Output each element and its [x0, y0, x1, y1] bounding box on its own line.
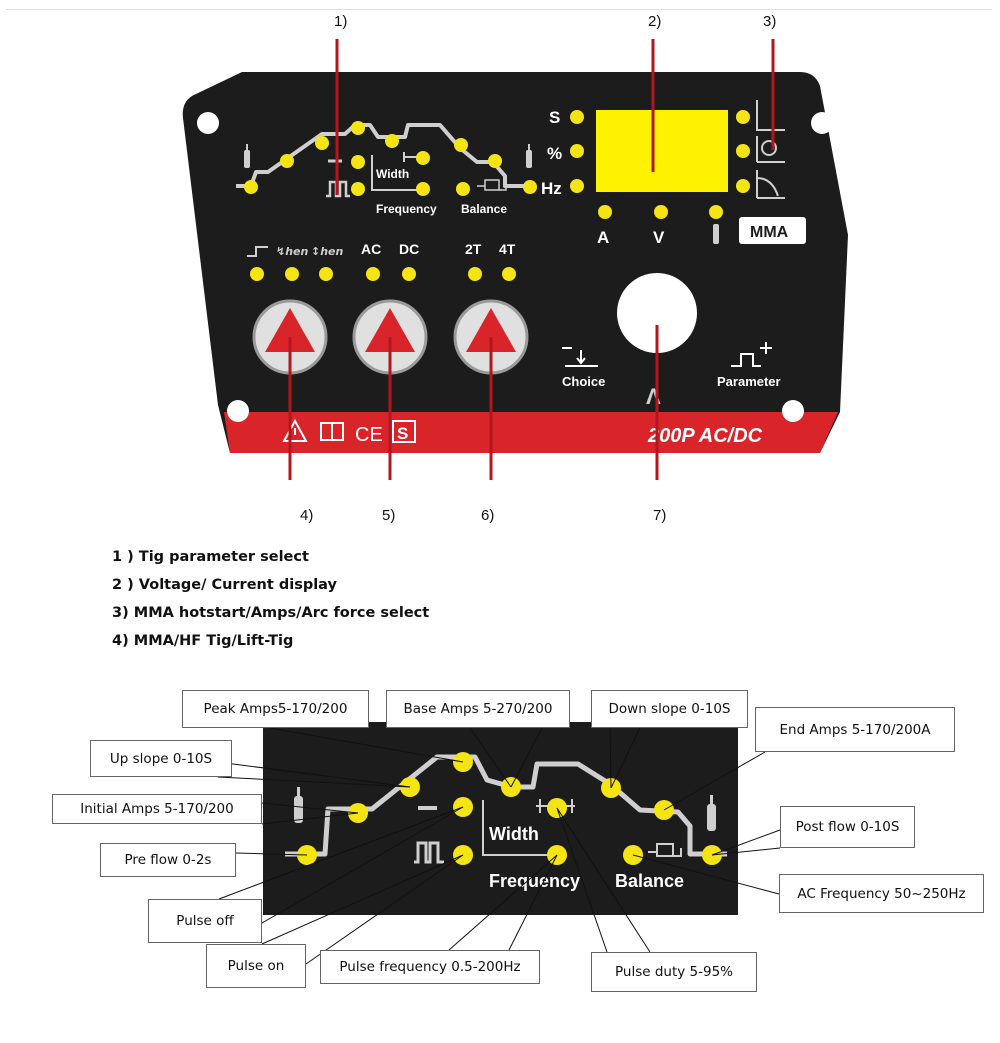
mma-label: MMA: [750, 224, 789, 241]
pulse-icon: [326, 180, 350, 198]
width-label: Width: [376, 167, 409, 181]
tig-leds: [244, 121, 537, 196]
legend-item-2: 2 ) Voltage/ Current display: [112, 577, 337, 593]
amps-label: A: [597, 228, 609, 247]
leader-lines: [217, 727, 781, 965]
legend-item-4: 4) MMA/HF Tig/Lift-Tig: [112, 633, 294, 649]
callout-3: 3): [763, 13, 776, 30]
mount-hole: [811, 112, 833, 134]
legend-item-3: 3) MMA hotstart/Amps/Arc force select: [112, 605, 430, 621]
annotation-down-slope: Down slope 0-10S: [591, 690, 748, 728]
annotation-up-slope: Up slope 0-10S: [90, 740, 232, 777]
mount-hole: [227, 400, 249, 422]
annotation-end-amps: End Amps 5-170/200A: [755, 707, 955, 752]
annotation-pulse-on: Pulse on: [206, 944, 306, 988]
legend-item-1: 1 ) Tig parameter select: [112, 549, 309, 565]
display-leds: [570, 110, 750, 219]
parameter-icon: [731, 342, 772, 367]
ce-icon: CE: [355, 424, 383, 446]
mode-leds: [250, 267, 516, 281]
torch-icon: [294, 787, 303, 823]
choice-icon: [562, 347, 598, 367]
mma-mode-icon: [247, 246, 268, 257]
pulse-icon: [414, 841, 444, 864]
callout-5: 5): [382, 507, 395, 524]
percent-label: %: [547, 144, 562, 163]
annotation-post-flow: Post flow 0-10S: [780, 806, 915, 848]
torch-icon: [713, 224, 719, 244]
mount-hole: [782, 400, 804, 422]
hf-icon: ↯hen: [276, 245, 309, 258]
annotation-pulse-frequency: Pulse frequency 0.5-200Hz: [320, 950, 540, 984]
4t-label: 4T: [499, 241, 516, 257]
mma-badge: [739, 217, 806, 244]
balance-icon: [477, 179, 507, 191]
annotation-pulse-off: Pulse off: [148, 899, 262, 943]
annotation-peak-amps: Peak Amps5-170/200: [182, 690, 369, 728]
callout-2: 2): [648, 13, 661, 30]
arcforce-icon: [756, 170, 785, 199]
svg-text:S: S: [397, 424, 408, 443]
ac-label: AC: [361, 241, 381, 257]
dc-label: DC: [399, 241, 419, 257]
detail-frequency-label: Frequency: [489, 871, 580, 891]
detail-pulse-graph: [482, 800, 556, 856]
adjustment-knob[interactable]: [617, 273, 697, 353]
pulse-width-graph: [371, 155, 424, 191]
top-divider: [6, 9, 992, 10]
control-panel-figure: Width Frequency Balance S % Hz A V MMA ↯…: [182, 13, 848, 524]
annotation-initial-amps: Initial Amps 5-170/200: [52, 794, 262, 824]
torch-icon: [707, 795, 716, 831]
model-label: 200P AC/DC: [647, 425, 763, 447]
detail-panel: [263, 722, 738, 915]
detail-waveform: [285, 754, 727, 857]
callout-1: 1): [334, 13, 347, 30]
balance-label: Balance: [461, 202, 507, 216]
callout-6: 6): [481, 507, 494, 524]
detail-balance-label: Balance: [615, 871, 684, 891]
balance-icon: [648, 843, 682, 857]
amps-circle-icon: [756, 136, 785, 163]
annotation-pre-flow: Pre flow 0-2s: [100, 843, 236, 877]
lift-icon: ↕hen: [311, 245, 344, 258]
panel-body: [182, 72, 848, 453]
manual-icon: [320, 422, 344, 441]
annotation-pulse-duty: Pulse duty 5-95%: [591, 952, 757, 992]
seconds-label: S: [549, 108, 560, 127]
hotstart-icon: [756, 100, 785, 131]
detail-leds: [297, 752, 722, 865]
parameter-label: Parameter: [717, 374, 781, 389]
callout-4: 4): [300, 507, 313, 524]
mount-hole: [197, 112, 219, 134]
torch-icon: [244, 144, 250, 168]
detail-width-label: Width: [489, 824, 539, 844]
2t-label: 2T: [465, 241, 482, 257]
choice-label: Choice: [562, 374, 605, 389]
annotation-ac-frequency: AC Frequency 50~250Hz: [779, 874, 984, 913]
panel-red-band: [224, 412, 838, 453]
callout-7: 7): [653, 507, 666, 524]
hz-label: Hz: [541, 179, 562, 198]
callout-lines: [288, 39, 775, 480]
annotation-base-amps: Base Amps 5-270/200: [386, 690, 570, 728]
lcd-display: [596, 110, 728, 192]
s-mark-icon: S: [392, 420, 416, 443]
knob-arrow-icon: Λ: [646, 384, 661, 409]
volts-label: V: [653, 228, 665, 247]
frequency-label: Frequency: [376, 202, 437, 216]
torch-icon: [526, 144, 532, 168]
